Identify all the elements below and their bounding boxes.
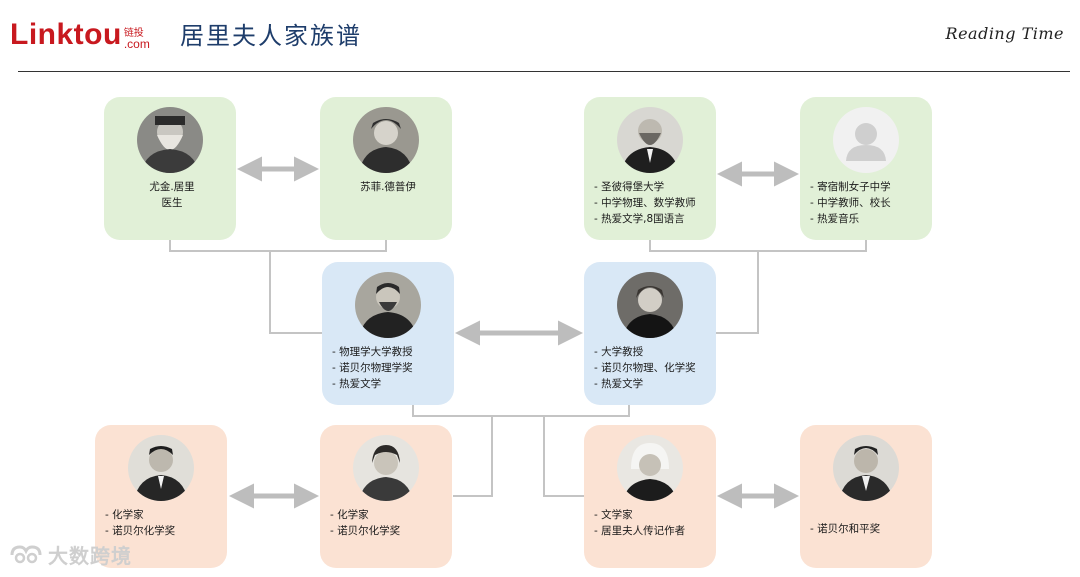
info-marie-curie: - 大学教授 - 诺贝尔物理、化学奖 - 热爱文学 (594, 344, 710, 392)
info-line: - 中学物理、数学教师 (594, 197, 696, 209)
info-line: 医生 (161, 197, 183, 209)
portrait-pierre-curie (355, 272, 421, 338)
linktou-logo[interactable]: Linktou 链投 .com (10, 14, 150, 51)
portrait-irene-joliot-curie (353, 435, 419, 501)
logo-wordmark: Linktou (10, 18, 122, 51)
info-bronislawa-boguska: - 寄宿制女子中学 - 中学教师、校长 - 热爱音乐 (810, 179, 926, 227)
watermark-text: 大数跨境 (48, 544, 132, 568)
info-line: - 化学家 (330, 509, 369, 521)
info-line: - 热爱音乐 (810, 213, 860, 225)
eve-lineage-line (543, 416, 584, 497)
card-wladyslaw-sklodowski: - 圣彼得堡大学 - 中学物理、数学教师 - 热爱文学,8国语言 (584, 97, 716, 240)
card-eugene-curie: 尤金.居里 医生 (104, 97, 236, 240)
card-frederic-joliot: - 化学家 - 诺贝尔化学奖 (95, 425, 227, 568)
watermark: 大数跨境 (8, 540, 132, 569)
info-line: 苏菲.德普伊 (360, 181, 416, 193)
portrait-marie-curie (617, 272, 683, 338)
info-line: - 热爱文学,8国语言 (594, 213, 685, 225)
portrait-henry-labouisse (833, 435, 899, 501)
info-wladyslaw-sklodowski: - 圣彼得堡大学 - 中学物理、数学教师 - 热爱文学,8国语言 (594, 179, 710, 227)
card-sophie-depouilly: 苏菲.德普伊 (320, 97, 452, 240)
info-line: - 圣彼得堡大学 (594, 181, 665, 193)
page-title: 居里夫人家族谱 (180, 22, 362, 50)
portrait-frederic-joliot (128, 435, 194, 501)
header-divider (18, 71, 1070, 72)
info-sophie-depouilly: 苏菲.德普伊 (330, 179, 446, 195)
info-line: - 居里夫人传记作者 (594, 525, 686, 537)
info-line: - 热爱文学 (594, 378, 644, 390)
logo-dotcom: .com (123, 37, 150, 51)
info-line: - 寄宿制女子中学 (810, 181, 891, 193)
curie-parents-line (169, 240, 387, 252)
info-eugene-curie: 尤金.居里 医生 (114, 179, 230, 211)
card-bronislawa-boguska: - 寄宿制女子中学 - 中学教师、校长 - 热爱音乐 (800, 97, 932, 240)
info-line: - 诺贝尔物理学奖 (332, 362, 413, 374)
portrait-eve-curie (617, 435, 683, 501)
curie-lineage-line (269, 251, 322, 334)
logo-suffix: 链投 .com (124, 28, 150, 50)
info-line: - 大学教授 (594, 346, 644, 358)
placeholder-avatar (833, 107, 899, 173)
info-line: - 物理学大学教授 (332, 346, 413, 358)
card-pierre-curie: - 物理学大学教授 - 诺贝尔物理学奖 - 热爱文学 (322, 262, 454, 405)
info-line: - 诺贝尔物理、化学奖 (594, 362, 696, 374)
info-line: - 诺贝尔化学奖 (330, 525, 401, 537)
portrait-wladyslaw-sklodowski (617, 107, 683, 173)
card-marie-curie: - 大学教授 - 诺贝尔物理、化学奖 - 热爱文学 (584, 262, 716, 405)
info-line: - 化学家 (105, 509, 144, 521)
pierre-marie-children-line (412, 405, 630, 417)
card-eve-curie: - 文学家 - 居里夫人传记作者 (584, 425, 716, 568)
info-line: - 文学家 (594, 509, 633, 521)
info-line: - 诺贝尔和平奖 (810, 523, 881, 535)
card-henry-labouisse: - 诺贝尔和平奖 (800, 425, 932, 568)
sklodowska-lineage-line (716, 251, 759, 334)
info-line: 尤金.居里 (149, 181, 195, 193)
irene-lineage-line (453, 416, 493, 497)
info-frederic-joliot: - 化学家 - 诺贝尔化学奖 (105, 507, 221, 539)
card-irene-joliot-curie: - 化学家 - 诺贝尔化学奖 (320, 425, 452, 568)
info-irene-joliot-curie: - 化学家 - 诺贝尔化学奖 (330, 507, 446, 539)
portrait-sophie-depouilly (353, 107, 419, 173)
portrait-eugene-curie (137, 107, 203, 173)
reading-time-tagline: Reading Time (945, 24, 1064, 43)
watermark-logo-icon (8, 544, 44, 566)
info-line: - 热爱文学 (332, 378, 382, 390)
sklodowska-parents-line (649, 240, 867, 252)
info-pierre-curie: - 物理学大学教授 - 诺贝尔物理学奖 - 热爱文学 (332, 344, 448, 392)
info-line: - 诺贝尔化学奖 (105, 525, 176, 537)
info-eve-curie: - 文学家 - 居里夫人传记作者 (594, 507, 710, 539)
logo-chinese: 链投 (123, 28, 144, 39)
info-line: - 中学教师、校长 (810, 197, 891, 209)
info-henry-labouisse: - 诺贝尔和平奖 (810, 521, 926, 537)
